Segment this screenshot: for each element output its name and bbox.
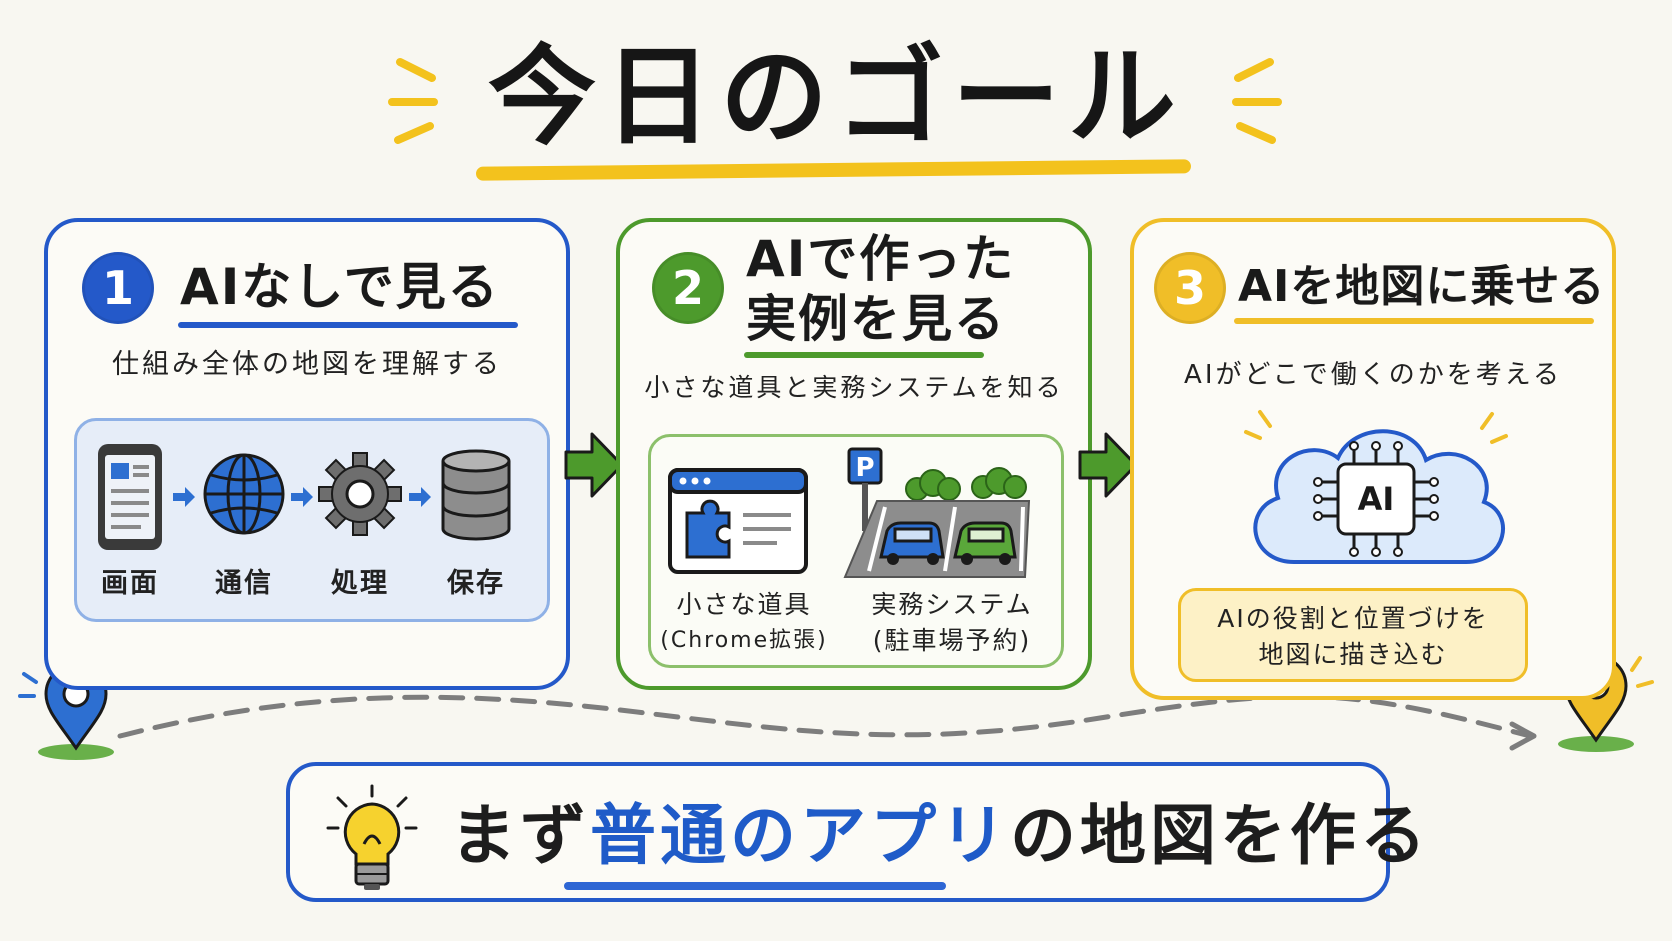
smartphone-icon [98, 444, 162, 550]
bottom-highlight: 普通のアプリ [590, 797, 1010, 874]
database-icon [441, 449, 511, 541]
next-step-arrow-icon [1078, 432, 1138, 498]
parking-sign-text: P [855, 453, 874, 483]
flow-label-network: 通信 [215, 568, 273, 599]
step-2-heading-line1: AIで作った [746, 230, 1016, 288]
example-system-label: 実務システム [871, 590, 1033, 619]
step-3-note: AIの役割と位置づけを 地図に描き込む [1178, 588, 1528, 682]
arrow-icon [291, 487, 313, 507]
step-1-heading: AIなしで見る [180, 258, 500, 316]
flow-label-processing: 処理 [331, 568, 389, 599]
ai-chip-label: AI [1358, 480, 1395, 518]
step-3-note-line2: 地図に描き込む [1258, 640, 1448, 669]
bottom-banner: まず普通のアプリの地図を作る [286, 762, 1426, 902]
step-1-number: 1 [82, 252, 154, 324]
step-1-subtitle: 仕組み全体の地図を理解する [112, 349, 502, 380]
next-step-arrow-icon [564, 432, 624, 498]
step-2-heading-underline [744, 352, 984, 358]
page-title: 今日のゴール [487, 35, 1184, 160]
step-2-card: 2 AIで作った 実例を見る 小さな道具と実務システムを知る [616, 218, 1092, 690]
arrow-icon [173, 487, 195, 507]
step-2-heading-line2: 実例を見る [746, 290, 1006, 348]
example-system-sublabel: (駐車場予約) [872, 626, 1032, 655]
step-2-examples-panel: P 小さな道具 (Chrome拡張) 実務システム (駐車場予約) [648, 434, 1064, 668]
bottom-prefix: まず [450, 797, 590, 874]
step-3-number: 3 [1154, 252, 1226, 324]
step-3-subtitle: AIがどこで働くのかを考える [1184, 360, 1562, 390]
step-2-number: 2 [652, 252, 724, 324]
step-3-card: 3 AIを地図に乗せる AIがどこで働くのかを考える AI AIの役割と位置づけ… [1130, 218, 1616, 700]
bottom-highlight-underline [564, 882, 946, 890]
bottom-suffix: の地図を作る [1010, 797, 1430, 874]
parking-lot-icon: P [843, 447, 1031, 578]
flow-label-screen: 画面 [101, 568, 159, 599]
example-tool-sublabel: (Chrome拡張) [660, 628, 828, 653]
bottom-message: まず普通のアプリの地図を作る [450, 796, 1430, 876]
lightbulb-icon [326, 784, 418, 890]
left-sparkle-icon [388, 58, 438, 144]
ai-cloud-icon: AI [1244, 410, 1508, 564]
globe-icon [203, 453, 285, 535]
browser-puzzle-icon [668, 468, 808, 574]
step-2-subtitle: 小さな道具と実務システムを知る [644, 373, 1064, 402]
gear-icon [318, 452, 402, 536]
step-1-flow-panel: 画面 通信 処理 保存 [74, 418, 550, 622]
flow-label-storage: 保存 [447, 568, 505, 599]
right-sparkle-icon [1232, 58, 1282, 144]
step-3-heading-underline [1234, 318, 1594, 324]
arrow-icon [409, 487, 431, 507]
step-1-card: 1 AIなしで見る 仕組み全体の地図を理解する [44, 218, 570, 690]
step-3-heading: AIを地図に乗せる [1238, 261, 1606, 312]
example-tool-label: 小さな道具 [676, 590, 812, 619]
step-3-note-line1: AIの役割と位置づけを [1217, 604, 1489, 633]
step-1-heading-underline [178, 322, 518, 328]
